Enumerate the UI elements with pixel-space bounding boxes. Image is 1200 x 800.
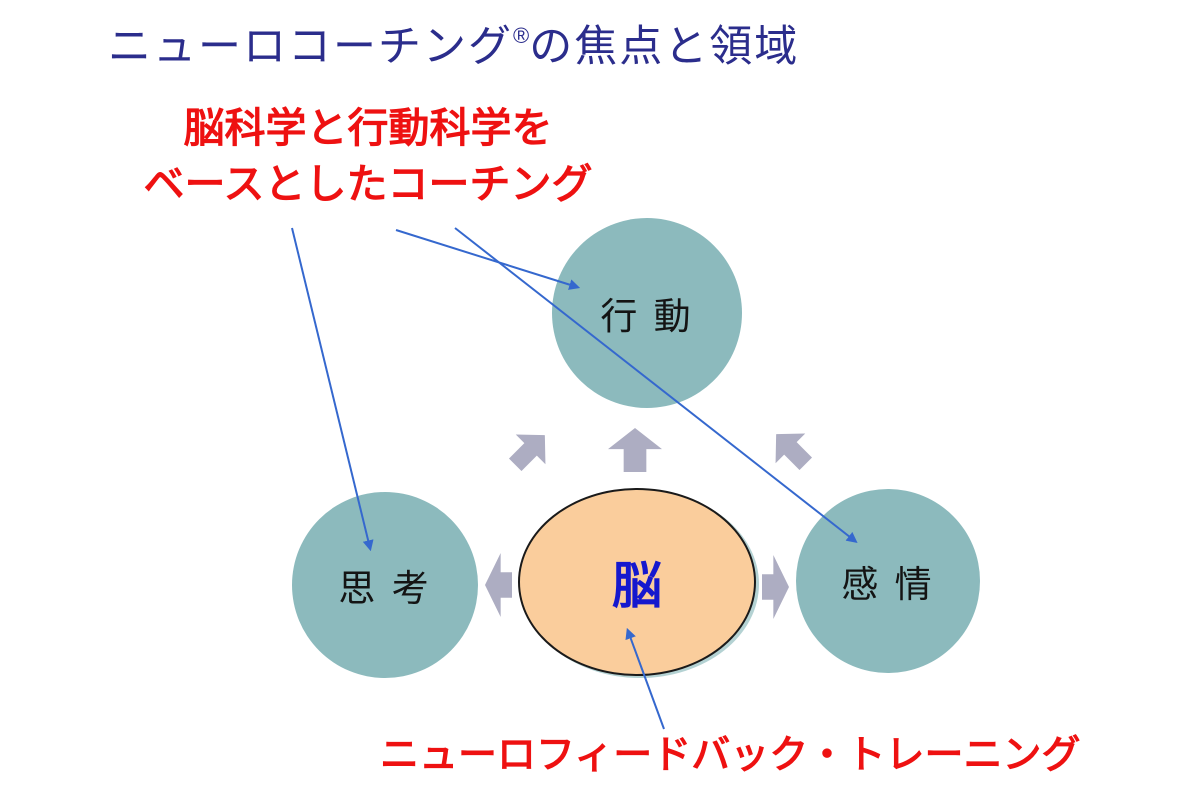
circle-emotion: 感 情 (796, 489, 980, 673)
slide-title: ニューロコーチング®の焦点と領域 (108, 12, 799, 74)
flow-arrow-right-icon (762, 555, 789, 619)
ellipse-brain: 脳 (518, 488, 756, 676)
circle-behavior: 行 動 (552, 218, 742, 408)
flow-arrow-northwest-icon (761, 419, 820, 478)
title-suffix: の焦点と領域 (529, 23, 800, 71)
title-main: ニューロコーチング (108, 23, 513, 71)
ellipse-brain-label: 脳 (612, 558, 662, 614)
circle-thinking: 思 考 (292, 492, 478, 678)
circle-emotion-label: 感 情 (841, 564, 935, 605)
annotation-coaching: 脳科学と行動科学を ベースとしたコーチング (128, 100, 608, 212)
circle-thinking-label: 思 考 (338, 568, 432, 609)
registered-trademark-symbol: ® (513, 23, 530, 48)
circle-behavior-label: 行 動 (600, 296, 694, 337)
flow-arrow-up-icon (608, 428, 662, 472)
flow-arrow-left-icon (485, 553, 512, 617)
flow-arrow-northeast-icon (500, 420, 559, 479)
pointer-coaching-to-behavior (395, 229, 581, 290)
annotation-coaching-line1: 脳科学と行動科学を (183, 105, 553, 151)
annotation-neurofeedback: ニューロフィードバック・トレーニング (380, 734, 1081, 777)
annotation-coaching-line2: ベースとしたコーチング (143, 161, 593, 207)
